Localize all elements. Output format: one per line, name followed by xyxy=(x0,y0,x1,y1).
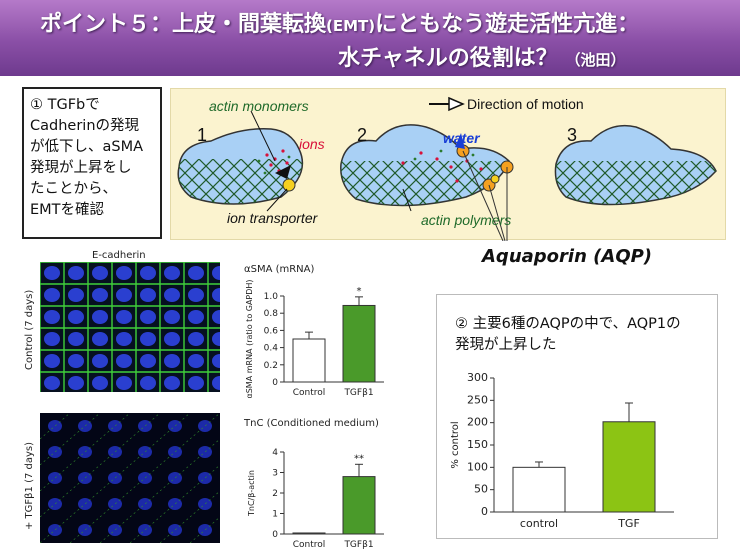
micrograph-tgf-svg xyxy=(40,413,220,543)
y-tick-label: 250 xyxy=(467,393,488,406)
label-direction-of-motion: Direction of motion xyxy=(467,96,584,112)
chart-asma-title: αSMA (mRNA) xyxy=(244,264,315,275)
aqp-result-panel xyxy=(436,294,718,539)
note1-line: が低下し、aSMA xyxy=(30,139,144,155)
y-tick-label: 0.4 xyxy=(264,344,279,354)
title-line-2: 水チャネルの役割は？ （池田） xyxy=(338,40,625,72)
y-tick-label: 0 xyxy=(481,505,488,518)
significance-marker: ** xyxy=(354,453,364,464)
chart-tnc-title: TnC (Conditioned medium) xyxy=(244,418,379,429)
cell-3-actin-mesh xyxy=(555,161,716,205)
note1-line: Cadherinの発現 xyxy=(30,118,140,134)
title-line-1: ポイント５：上皮・間葉転換(EMT)にともなう遊走活性亢進： xyxy=(40,6,639,38)
bar-control xyxy=(512,466,566,513)
micrograph-control-svg xyxy=(40,262,220,392)
micrograph-tgf xyxy=(40,413,220,543)
chart-aqp1-svg: 0 50 100 150 200 250 300 control TGF % control xyxy=(450,371,674,530)
y-tick-label: 200 xyxy=(467,416,488,429)
y-tick-label: 0.6 xyxy=(264,326,279,336)
micrograph-control-label: Control (7 days) xyxy=(24,289,35,370)
y-axis-label: TnC/β-actin xyxy=(247,470,256,517)
note1-line: ① TGFbで xyxy=(30,97,100,113)
aqp-pointer-lines xyxy=(462,150,508,242)
bar-TGFβ1 xyxy=(342,304,376,383)
x-tick-label: TGF xyxy=(617,517,640,530)
ion-transporter-marker xyxy=(282,178,296,192)
motion-arrow-head xyxy=(448,96,465,112)
x-tick-label: TGFβ1 xyxy=(343,540,373,550)
x-tick-label: TGFβ1 xyxy=(343,388,373,398)
y-tick-label: 0 xyxy=(272,530,278,540)
label-step-3: 3 xyxy=(567,125,577,145)
bar-TGFβ1 xyxy=(342,476,376,535)
y-axis-label: αSMA mRNA (ratio to GAPDH) xyxy=(245,279,254,398)
y-tick-label: 300 xyxy=(467,371,488,384)
title-line1-main: ポイント５：上皮・間葉転換 xyxy=(40,12,327,37)
label-actin-polymers: actin polymers xyxy=(421,212,511,228)
ion-transporter-pointer xyxy=(266,188,288,212)
micrograph-title: E-cadherin xyxy=(92,250,146,261)
y-tick-label: 100 xyxy=(467,460,488,473)
y-tick-label: 1.0 xyxy=(264,292,279,302)
significance-marker: * xyxy=(357,286,362,297)
bar-Control xyxy=(292,532,326,535)
title-line2-small: （池田） xyxy=(565,51,626,69)
note1-line: 発現が上昇をし xyxy=(30,160,132,176)
diagram-svg: actin monomers ions water Direction of m… xyxy=(177,96,717,242)
note1-line: たことから、 xyxy=(30,181,117,197)
x-tick-label: control xyxy=(520,517,558,530)
y-tick-label: 150 xyxy=(467,438,488,451)
label-water: water xyxy=(443,130,481,146)
y-tick-label: 50 xyxy=(474,483,488,496)
actin-monomers-pointer xyxy=(250,110,276,162)
y-tick-label: 0.8 xyxy=(264,309,279,319)
title-bar xyxy=(0,0,740,76)
y-tick-label: 2 xyxy=(272,489,278,499)
note1-line: EMTを確認 xyxy=(30,202,105,218)
y-tick-label: 0 xyxy=(272,378,278,388)
label-step-2: 2 xyxy=(357,125,367,145)
x-tick-label: Control xyxy=(293,540,326,550)
label-step-1: 1 xyxy=(197,125,207,145)
note-box-1: ① TGFbで Cadherinの発現 が低下し、aSMA 発現が上昇をし たこ… xyxy=(22,87,162,239)
ion-flow-arrow xyxy=(275,165,291,179)
y-tick-label: 4 xyxy=(272,448,278,458)
title-line2-main: 水チャネルの役割は？ xyxy=(338,46,558,71)
aqp-result-note: ② 主要6種のAQPの中で、AQP1の発現が上昇した xyxy=(455,316,681,353)
cell-migration-diagram: actin monomers ions water Direction of m… xyxy=(170,88,726,242)
actin-polymers-pointer xyxy=(402,188,412,212)
y-tick-label: 3 xyxy=(272,469,278,479)
title-line1-small: (EMT) xyxy=(326,17,376,35)
y-axis-label: % control xyxy=(450,421,461,468)
y-tick-label: 0.2 xyxy=(264,361,278,371)
water-arrow xyxy=(455,133,465,149)
label-actin-monomers: actin monomers xyxy=(209,98,309,114)
bar-TGF xyxy=(602,421,656,513)
y-tick-label: 1 xyxy=(272,510,278,520)
aquaporin-label: Aquaporin (AQP) xyxy=(482,246,653,267)
actin-monomer-dots xyxy=(257,149,491,175)
micrograph-tgf-label: + TGFβ1 (7 days) xyxy=(24,441,35,530)
title-line1-rest: にともなう遊走活性亢進： xyxy=(375,12,640,37)
micrograph-control xyxy=(40,262,220,392)
label-ions: ions xyxy=(299,136,325,152)
bar-Control xyxy=(292,338,326,383)
label-ion-transporter: ion transporter xyxy=(227,210,319,226)
x-tick-label: Control xyxy=(293,388,326,398)
